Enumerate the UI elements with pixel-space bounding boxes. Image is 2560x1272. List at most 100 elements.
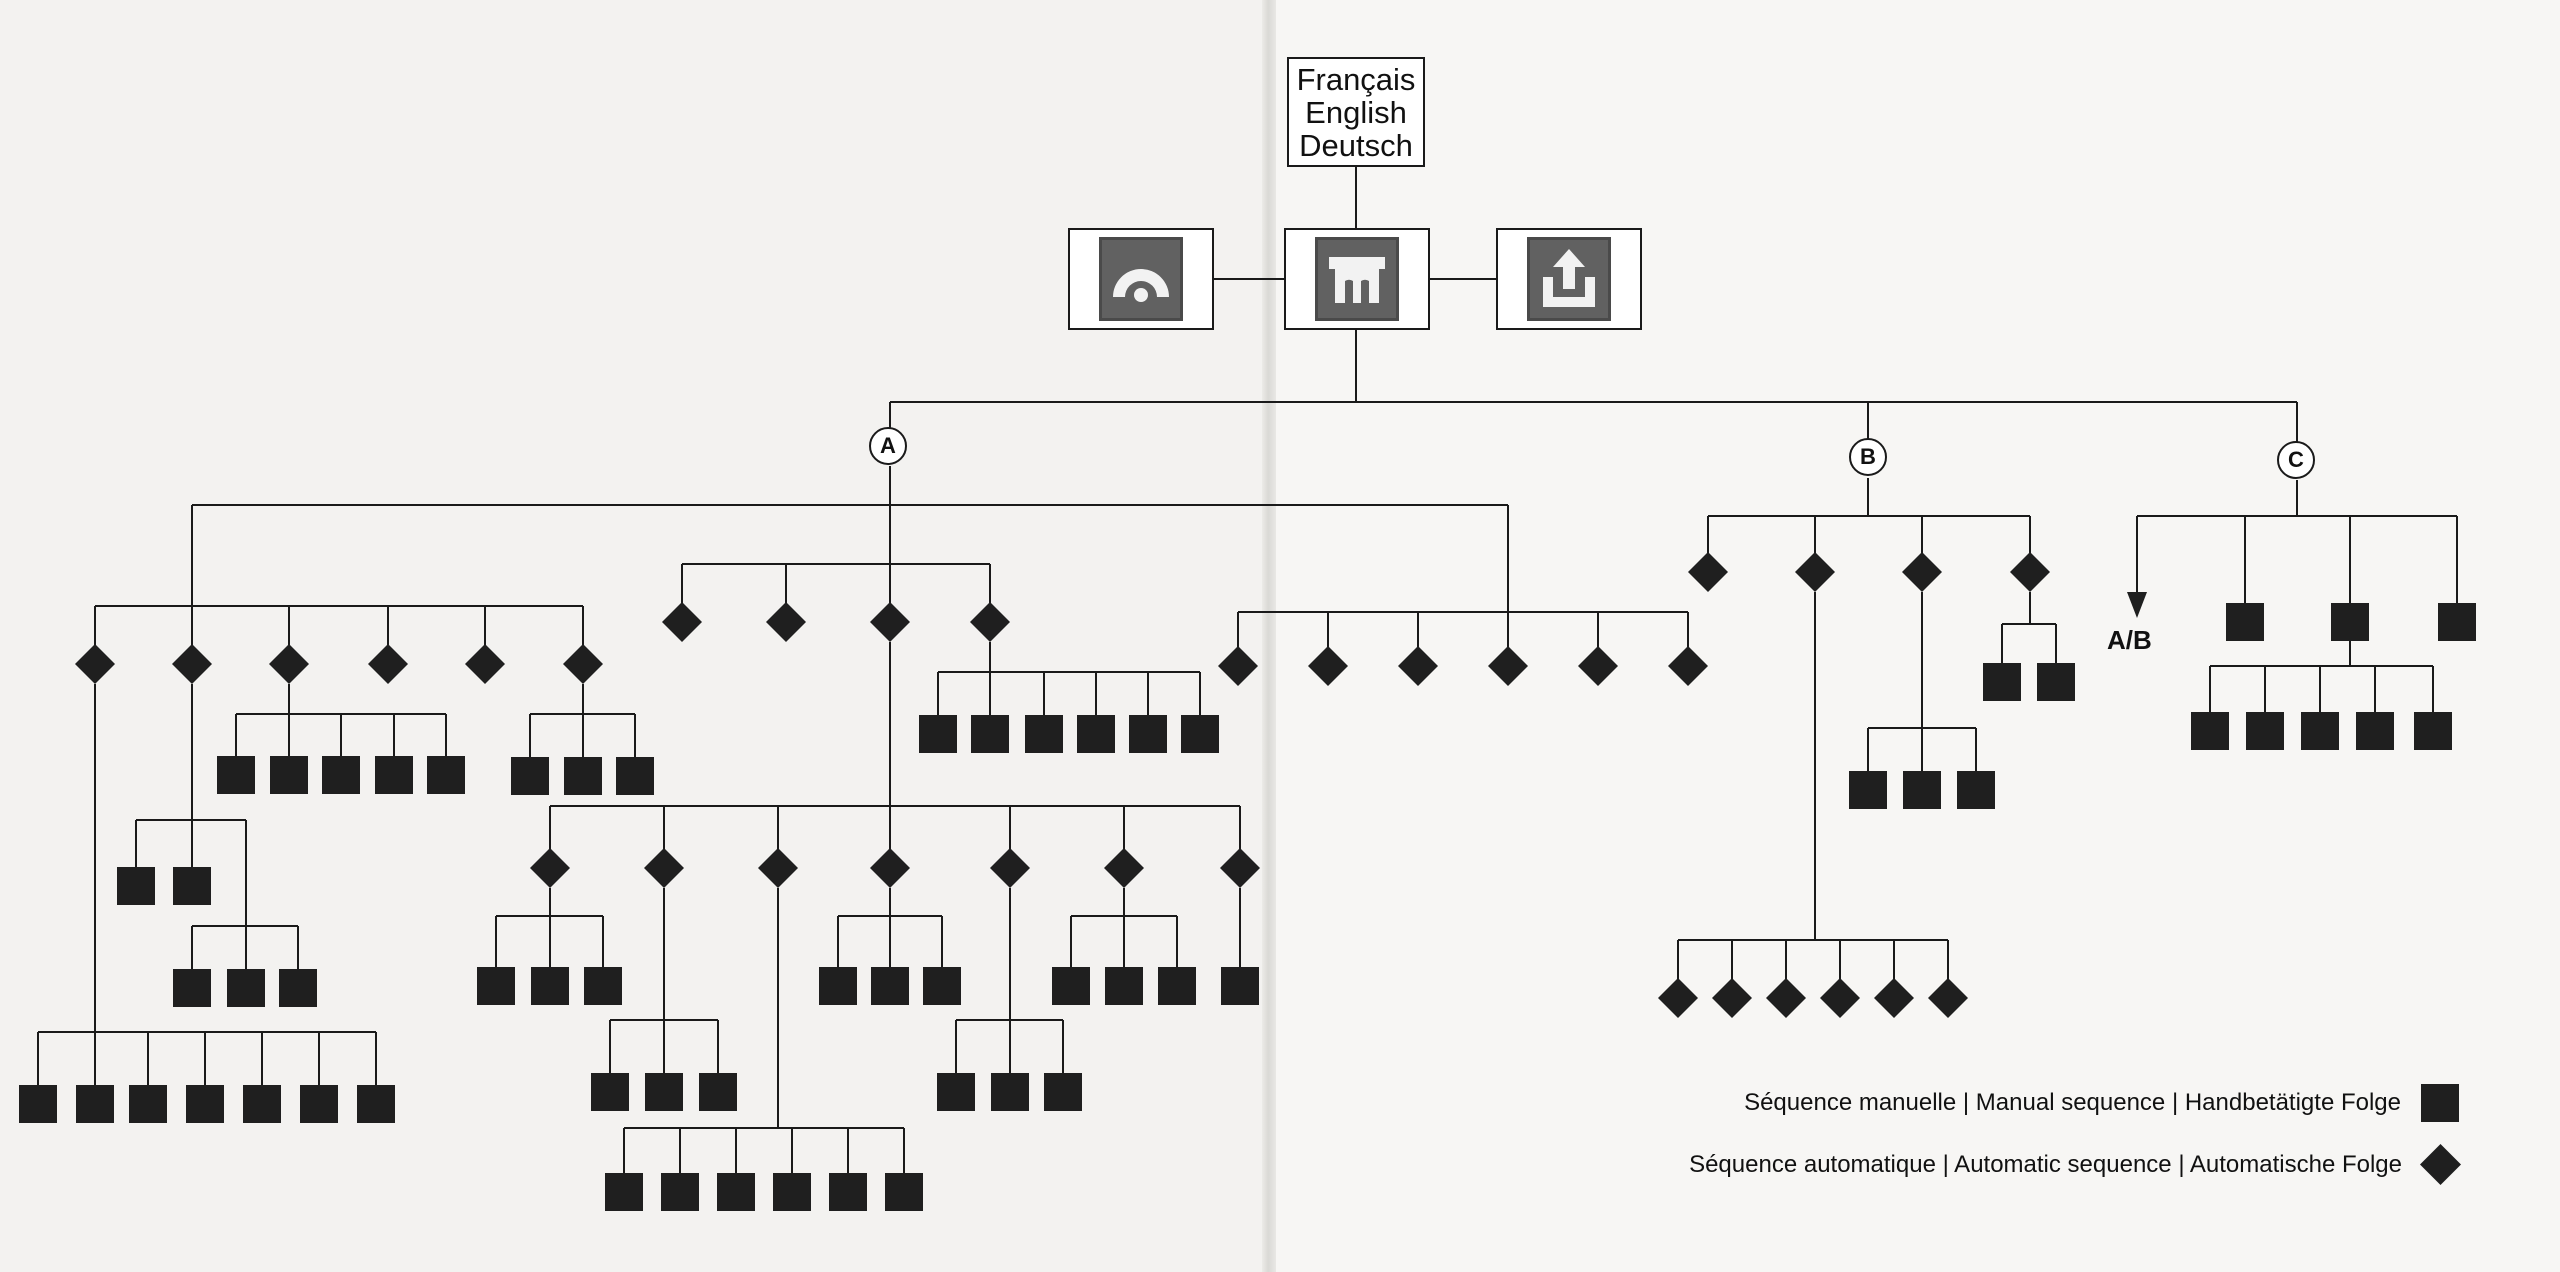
manual-square-node-40 — [871, 967, 909, 1005]
manual-square-node-41 — [923, 967, 961, 1005]
manual-square-node-24 — [1077, 715, 1115, 753]
upload-arrow-icon — [1527, 237, 1611, 321]
automatic-diamond-node-8 — [766, 602, 806, 642]
manual-square-node-19 — [564, 757, 602, 795]
legend-automatic-row: Séquence automatique | Automatic sequenc… — [1689, 1143, 2462, 1186]
manual-square-icon — [2421, 1084, 2459, 1122]
branch-c-label: C — [2277, 441, 2315, 479]
automatic-diamond-node-32 — [1874, 978, 1914, 1018]
automatic-diamond-node-10 — [970, 602, 1010, 642]
automatic-diamond-node-18 — [644, 848, 684, 888]
automatic-diamond-node-23 — [1220, 848, 1260, 888]
automatic-diamond-node-1 — [75, 644, 115, 684]
automatic-diamond-node-27 — [2010, 552, 2050, 592]
manual-square-node-42 — [937, 1073, 975, 1111]
automatic-diamond-node-17 — [530, 848, 570, 888]
manual-square-node-59 — [2301, 712, 2339, 750]
manual-square-node-12 — [279, 969, 317, 1007]
manual-square-node-27 — [477, 967, 515, 1005]
automatic-diamond-node-13 — [1398, 646, 1438, 686]
manual-square-node-18 — [511, 757, 549, 795]
manual-square-node-36 — [773, 1173, 811, 1211]
manual-square-node-54 — [2226, 603, 2264, 641]
automatic-diamond-node-7 — [662, 602, 702, 642]
manual-square-node-52 — [1903, 771, 1941, 809]
icon-box-center — [1284, 228, 1430, 330]
manual-square-node-10 — [173, 969, 211, 1007]
manual-square-node-4 — [186, 1085, 224, 1123]
automatic-diamond-node-30 — [1766, 978, 1806, 1018]
manual-square-node-2 — [76, 1085, 114, 1123]
connector-lines — [37, 167, 2458, 1192]
branch-b-label: B — [1849, 438, 1887, 476]
manual-square-node-31 — [645, 1073, 683, 1111]
automatic-diamond-node-26 — [1902, 552, 1942, 592]
icon-box-right — [1496, 228, 1642, 330]
manual-square-node-3 — [129, 1085, 167, 1123]
manual-square-node-43 — [991, 1073, 1029, 1111]
manual-square-node-25 — [1129, 715, 1167, 753]
manual-square-node-61 — [2414, 712, 2452, 750]
branch-ab-label: A/B — [2107, 625, 2152, 655]
manual-square-node-26 — [1181, 715, 1219, 753]
automatic-diamond-node-25 — [1795, 552, 1835, 592]
arrow-down-icon — [2127, 592, 2147, 618]
manual-square-node-48 — [1221, 967, 1259, 1005]
manual-square-node-5 — [243, 1085, 281, 1123]
manual-square-node-35 — [717, 1173, 755, 1211]
automatic-diamond-node-33 — [1928, 978, 1968, 1018]
automatic-diamond-node-22 — [1104, 848, 1144, 888]
language-english: English — [1305, 94, 1407, 130]
manual-square-node-33 — [605, 1173, 643, 1211]
manual-square-node-57 — [2191, 712, 2229, 750]
manual-square-node-44 — [1044, 1073, 1082, 1111]
manual-square-node-14 — [270, 756, 308, 794]
icon-box-left — [1068, 228, 1214, 330]
automatic-diamond-node-12 — [1308, 646, 1348, 686]
manual-square-node-34 — [661, 1173, 699, 1211]
manual-square-node-29 — [584, 967, 622, 1005]
tree-nodes — [19, 552, 2476, 1211]
manual-square-node-9 — [173, 867, 211, 905]
rainbow-arch-icon — [1099, 237, 1183, 321]
manual-square-node-37 — [829, 1173, 867, 1211]
manual-square-node-53 — [1957, 771, 1995, 809]
legend-automatic-text: Séquence automatique | Automatic sequenc… — [1689, 1150, 2402, 1178]
automatic-diamond-node-16 — [1668, 646, 1708, 686]
manual-square-node-32 — [699, 1073, 737, 1111]
legend-manual-row: Séquence manuelle | Manual sequence | Ha… — [1744, 1084, 2459, 1122]
automatic-diamond-node-15 — [1578, 646, 1618, 686]
manual-square-node-16 — [375, 756, 413, 794]
automatic-diamond-node-4 — [368, 644, 408, 684]
branch-a-label: A — [869, 427, 907, 465]
automatic-diamond-node-19 — [758, 848, 798, 888]
legend-manual-text: Séquence manuelle | Manual sequence | Ha… — [1744, 1089, 2401, 1116]
manual-square-node-15 — [322, 756, 360, 794]
manual-square-node-6 — [300, 1085, 338, 1123]
automatic-diamond-node-6 — [563, 644, 603, 684]
automatic-diamond-icon — [2419, 1143, 2462, 1186]
manual-square-node-49 — [1983, 663, 2021, 701]
manual-square-node-11 — [227, 969, 265, 1007]
automatic-diamond-node-28 — [1658, 978, 1698, 1018]
manual-square-node-1 — [19, 1085, 57, 1123]
manual-square-node-51 — [1849, 771, 1887, 809]
manual-square-node-50 — [2037, 663, 2075, 701]
manual-square-node-13 — [217, 756, 255, 794]
manual-square-node-58 — [2246, 712, 2284, 750]
language-french: Français — [1296, 61, 1416, 97]
automatic-diamond-node-20 — [870, 848, 910, 888]
language-selector-box: Français English Deutsch — [1287, 57, 1425, 167]
manual-square-node-20 — [616, 757, 654, 795]
manual-square-node-38 — [885, 1173, 923, 1211]
manual-square-node-28 — [531, 967, 569, 1005]
manual-square-node-17 — [427, 756, 465, 794]
manual-square-node-39 — [819, 967, 857, 1005]
automatic-diamond-node-11 — [1218, 646, 1258, 686]
manual-square-node-22 — [971, 715, 1009, 753]
book-spine — [1262, 0, 1276, 1272]
automatic-diamond-node-5 — [465, 644, 505, 684]
manual-square-node-47 — [1158, 967, 1196, 1005]
